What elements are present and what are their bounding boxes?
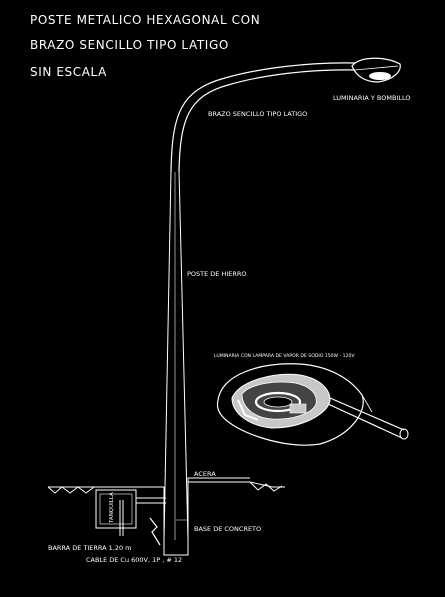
ground: [47, 477, 285, 494]
scale-note: SIN ESCALA: [30, 65, 107, 79]
label-barra: BARRA DE TIERRA 1.20 m: [48, 544, 132, 552]
label-base: BASE DE CONCRETO: [194, 525, 261, 533]
label-detalle: LUMINARIA CON LAMPARA DE VAPOR DE SODIO …: [214, 353, 355, 359]
label-cable: CABLE DE Cu 600V, 1P , # 12: [86, 556, 182, 564]
luminaire-detail: LUMINARIA CON LAMPARA DE VAPOR DE SODIO …: [214, 353, 409, 446]
pole: [163, 169, 189, 541]
title-line-2: BRAZO SENCILLO TIPO LATIGO: [30, 38, 229, 52]
title-line-1: POSTE METALICO HEXAGONAL CON: [30, 13, 260, 27]
concrete-base: [163, 482, 189, 556]
luminaire-head: [351, 57, 401, 83]
label-luminaria: LUMINARIA Y BOMBILLO: [333, 94, 410, 102]
label-poste: POSTE DE HIERRO: [187, 270, 247, 278]
conduit: [136, 497, 166, 504]
label-tanquilla: TANQUILLA: [109, 492, 115, 524]
whip-arm: [170, 62, 356, 173]
label-acera: ACERA: [194, 470, 216, 478]
label-brazo: BRAZO SENCILLO TIPO LATIGO: [208, 110, 307, 118]
ground-rod: [119, 500, 161, 546]
handhole: [95, 489, 137, 529]
